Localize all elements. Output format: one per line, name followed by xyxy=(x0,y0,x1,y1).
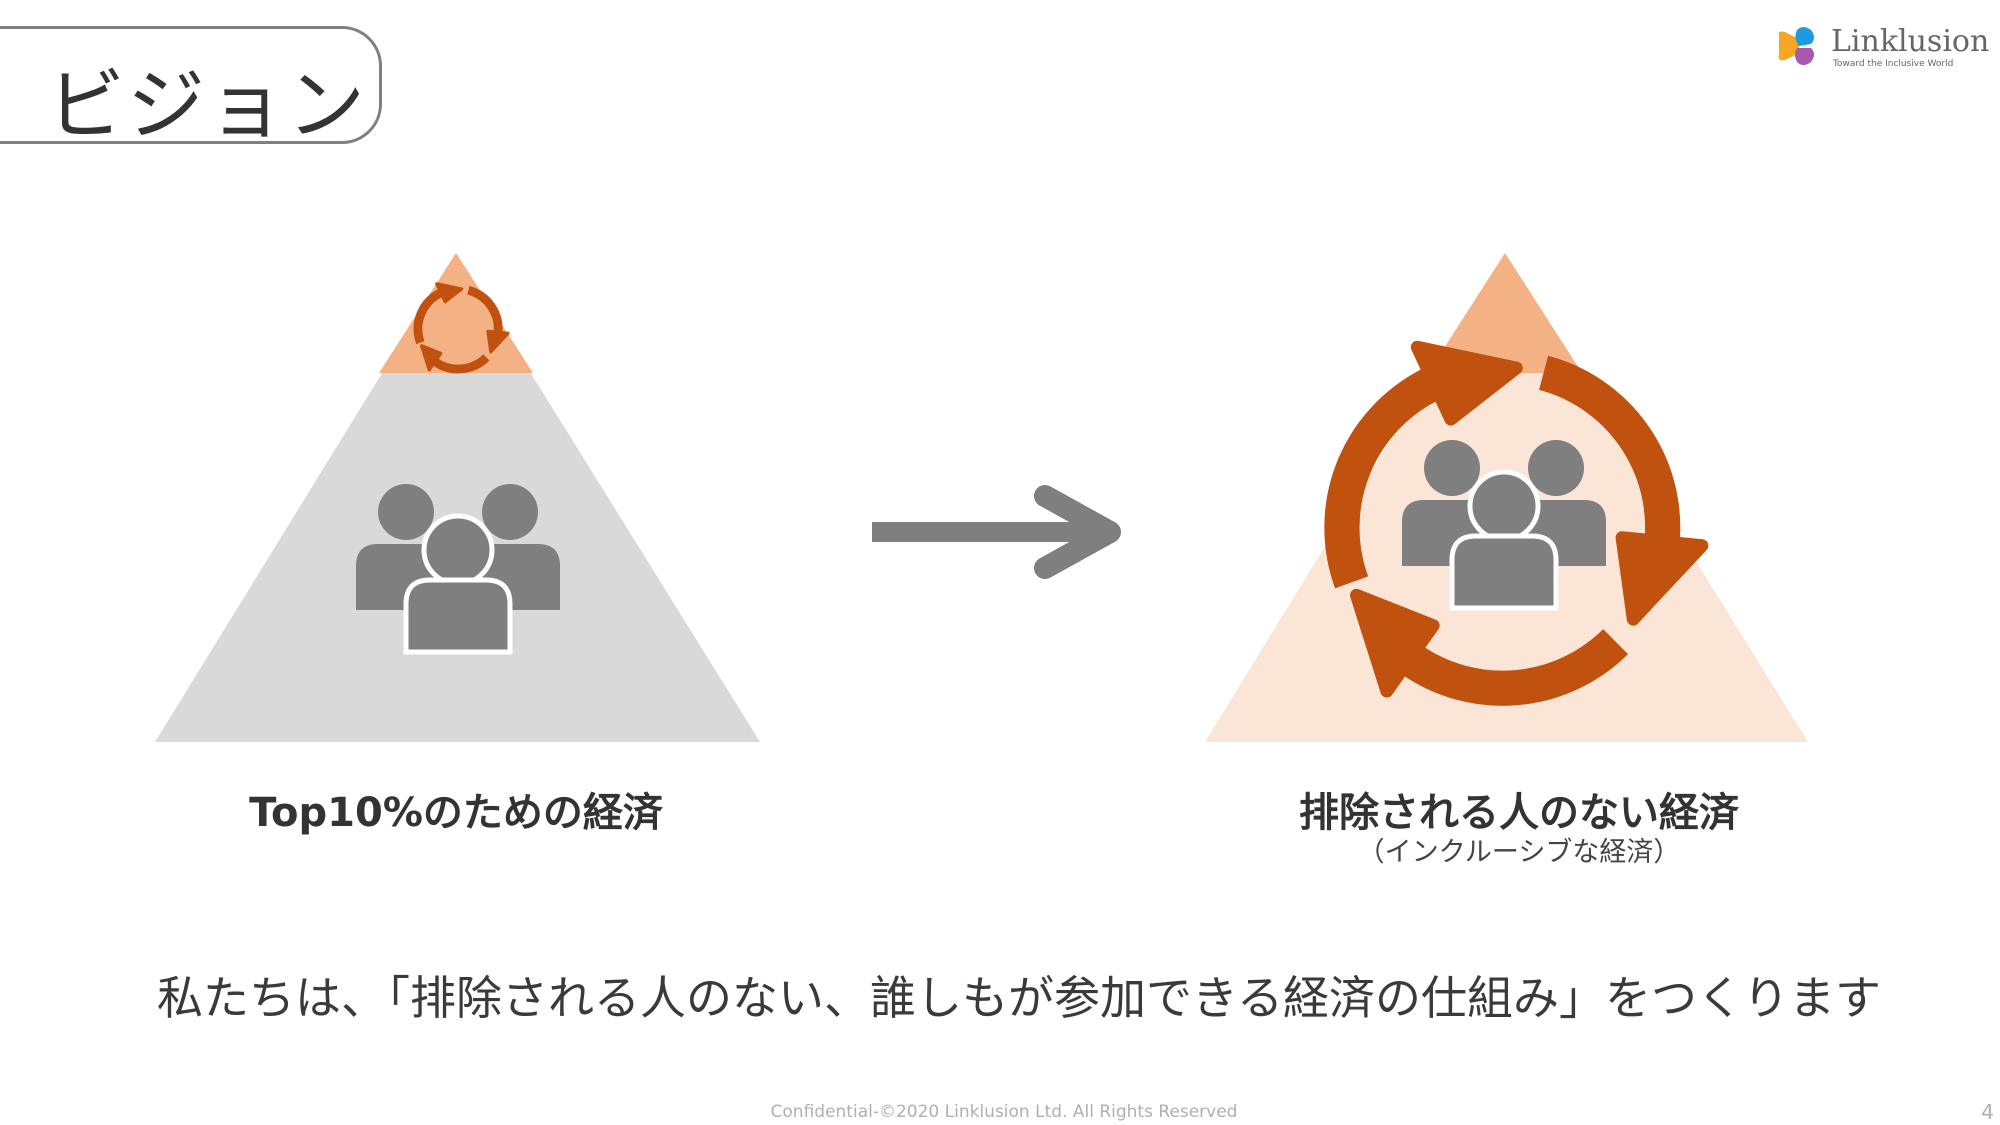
slide-title-box: ビジョン xyxy=(0,26,382,151)
right-caption: 排除される人のない経済 xyxy=(1299,790,1739,836)
left-caption: Top10%のための経済 xyxy=(249,790,663,836)
left-pyramid xyxy=(155,253,760,742)
right-subcaption: （インクルーシブな経済） xyxy=(1357,837,1681,868)
page-number: 4 xyxy=(1981,1100,1994,1124)
vision-statement: 私たちは、「排除される人のない、誰しもが参加できる経済の仕組み」をつくります xyxy=(156,971,1882,1025)
logo-mark-icon xyxy=(1778,27,1814,65)
slide-title: ビジョン xyxy=(47,61,368,151)
logo-name: Linklusion xyxy=(1831,24,1990,59)
logo-tagline: Toward the Inclusive World xyxy=(1833,59,1954,69)
footer-copyright: Confidential-©2020 Linklusion Ltd. All R… xyxy=(770,1102,1238,1122)
right-arrow-icon xyxy=(872,485,1121,579)
linklusion-logo: Linklusion Toward the Inclusive World xyxy=(1775,24,1989,74)
